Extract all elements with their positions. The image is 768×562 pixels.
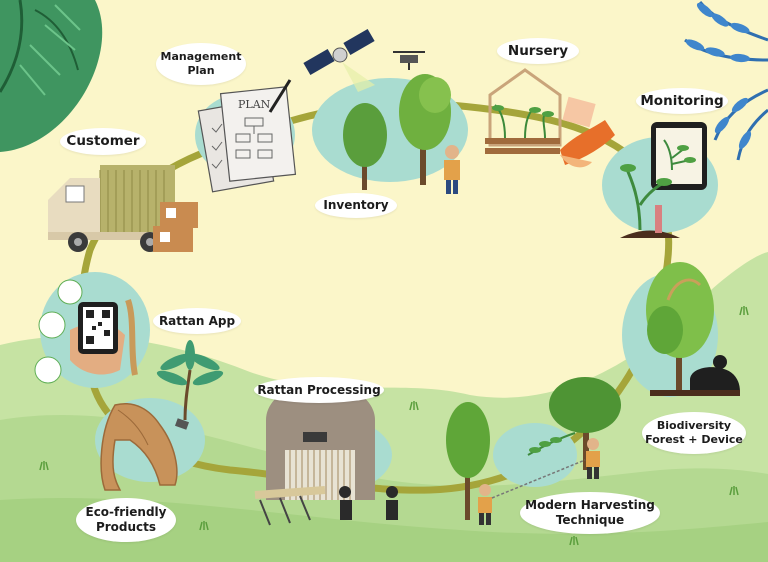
label-modern-harvesting: Modern Harvesting Technique <box>520 492 660 534</box>
label-nursery: Nursery <box>497 38 579 64</box>
plan-sheet-text: PLAN <box>238 98 271 111</box>
label-biodiversity: Biodiversity Forest + Device <box>642 412 746 454</box>
management-plan-papers: PLAN <box>198 80 295 192</box>
label-rattan-processing: Rattan Processing <box>254 377 384 403</box>
inventory-worker <box>444 145 460 194</box>
customer-truck <box>48 165 198 252</box>
label-rattan-app: Rattan App <box>153 308 241 334</box>
label-eco-friendly-products: Eco-friendly Products <box>76 498 176 542</box>
satellite-icon <box>303 29 375 92</box>
label-customer: Customer <box>60 128 146 155</box>
label-monitoring: Monitoring <box>636 88 728 114</box>
label-inventory: Inventory <box>315 193 397 218</box>
drone-icon <box>393 52 425 70</box>
label-management-plan: Management Plan <box>156 43 246 85</box>
